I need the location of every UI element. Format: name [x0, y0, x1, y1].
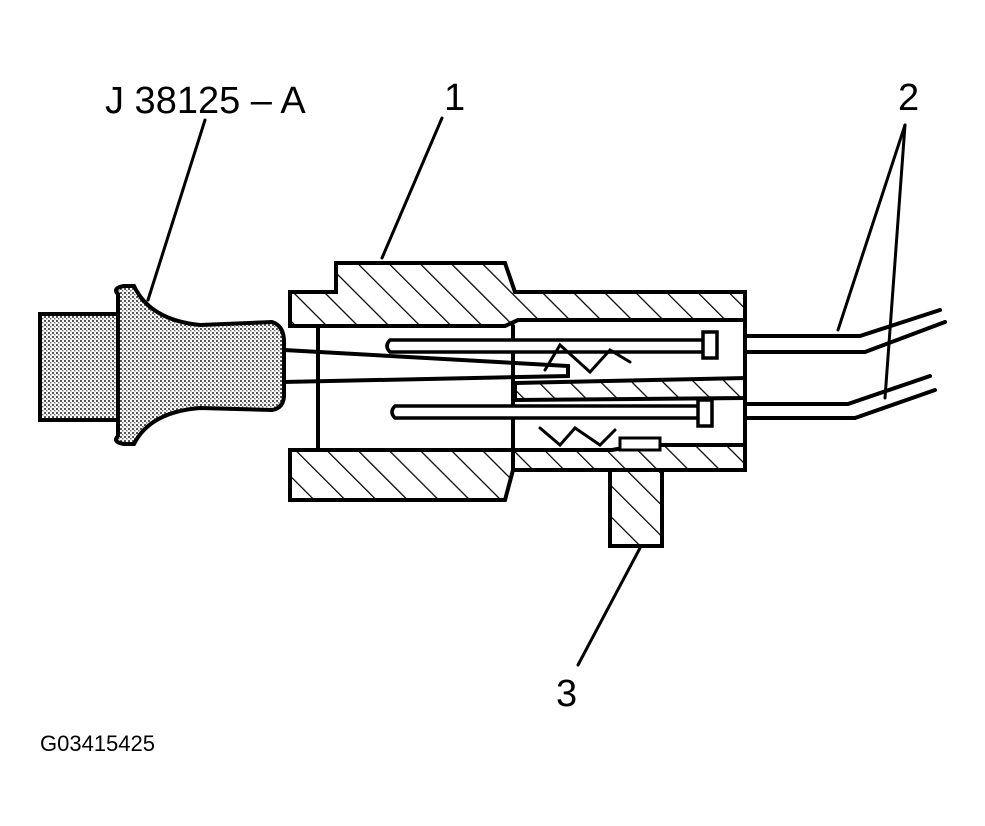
tool-j38125a [38, 284, 570, 446]
wire-lower [743, 374, 937, 420]
callout-item-2: 2 [898, 77, 919, 119]
terminal-lower [390, 404, 707, 420]
figure-id: G03415425 [40, 731, 155, 756]
connector-body [288, 261, 747, 502]
wires [743, 308, 947, 420]
leader-lines [146, 116, 907, 667]
connector-lower-housing [288, 443, 747, 502]
connector-center-web [513, 375, 747, 403]
leader-item-2a [836, 123, 907, 332]
secondary-lock [608, 468, 664, 548]
terminal-lower-retainer [618, 436, 662, 452]
wire-upper [743, 308, 947, 354]
terminal-lower-lock [696, 398, 714, 428]
terminal-upper-lock [701, 330, 719, 360]
callout-item-3: 3 [556, 673, 577, 715]
connector-upper-housing [288, 261, 747, 328]
leader-item-3 [576, 546, 642, 667]
leader-tool [146, 118, 207, 302]
callout-item-1: 1 [444, 77, 465, 119]
leader-item-1 [380, 116, 444, 260]
terminal-upper-tang [543, 342, 632, 375]
terminal-lower-tang [538, 426, 617, 448]
tool-handle-flange [114, 284, 287, 446]
tool-handle-shaft [38, 312, 120, 422]
tool-probe-tip [282, 347, 570, 385]
terminal-upper [385, 338, 714, 354]
leader-item-2b [883, 123, 907, 400]
callout-tool-label: J 38125 – A [105, 80, 306, 122]
